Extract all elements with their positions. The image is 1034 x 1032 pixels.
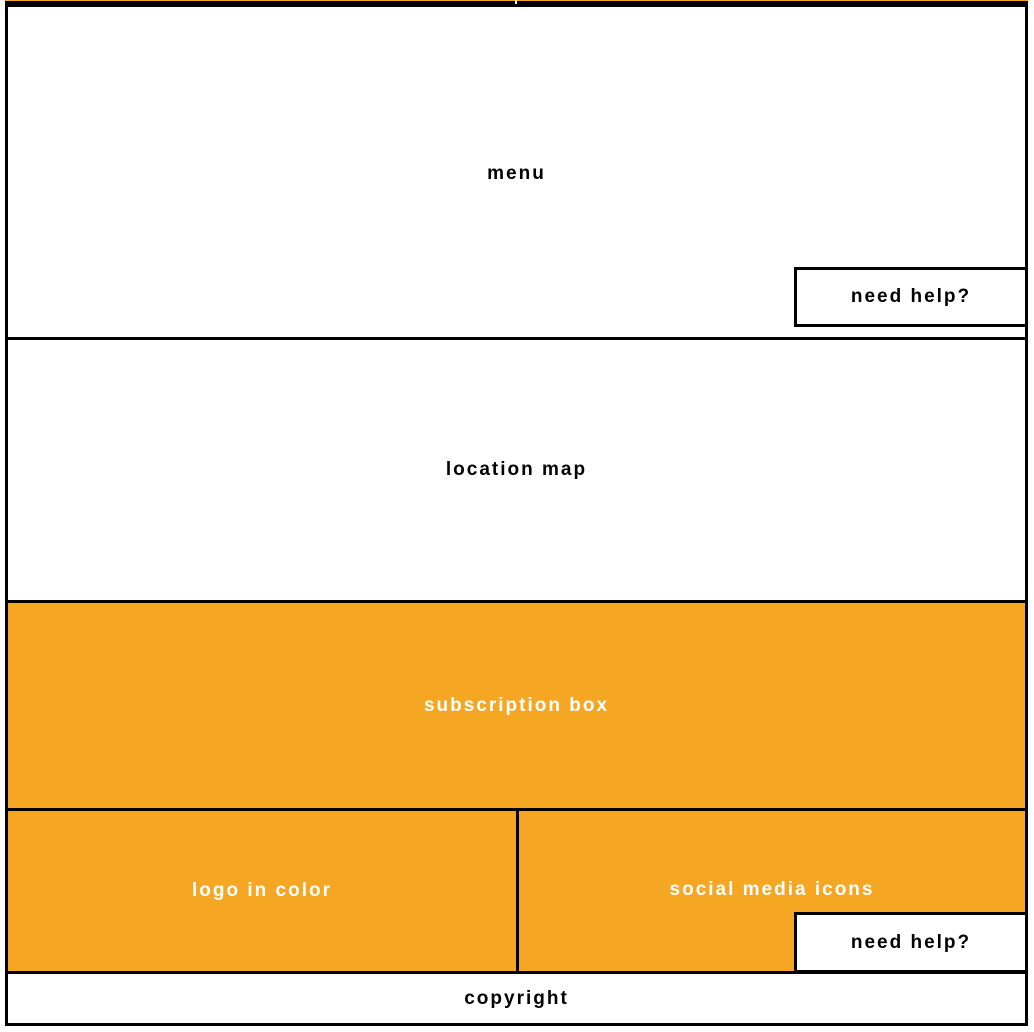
copyright-block: copyright: [5, 971, 1028, 1026]
top-strip-left: [5, 0, 515, 4]
location-map-block: location map: [5, 337, 1028, 603]
location-map-label: location map: [445, 459, 588, 480]
menu-need-help-button[interactable]: need help?: [794, 267, 1028, 327]
social-need-help-button[interactable]: need help?: [794, 912, 1028, 973]
logo-block: logo in color: [5, 808, 519, 974]
copyright-label: copyright: [464, 987, 569, 1009]
subscription-box-block: subscription box: [5, 600, 1028, 811]
social-media-label: social media icons: [669, 879, 875, 900]
menu-label: menu: [487, 163, 546, 184]
subscription-box-label: subscription box: [423, 694, 610, 716]
logo-label: logo in color: [192, 880, 332, 901]
top-strip-right: [517, 0, 1028, 4]
